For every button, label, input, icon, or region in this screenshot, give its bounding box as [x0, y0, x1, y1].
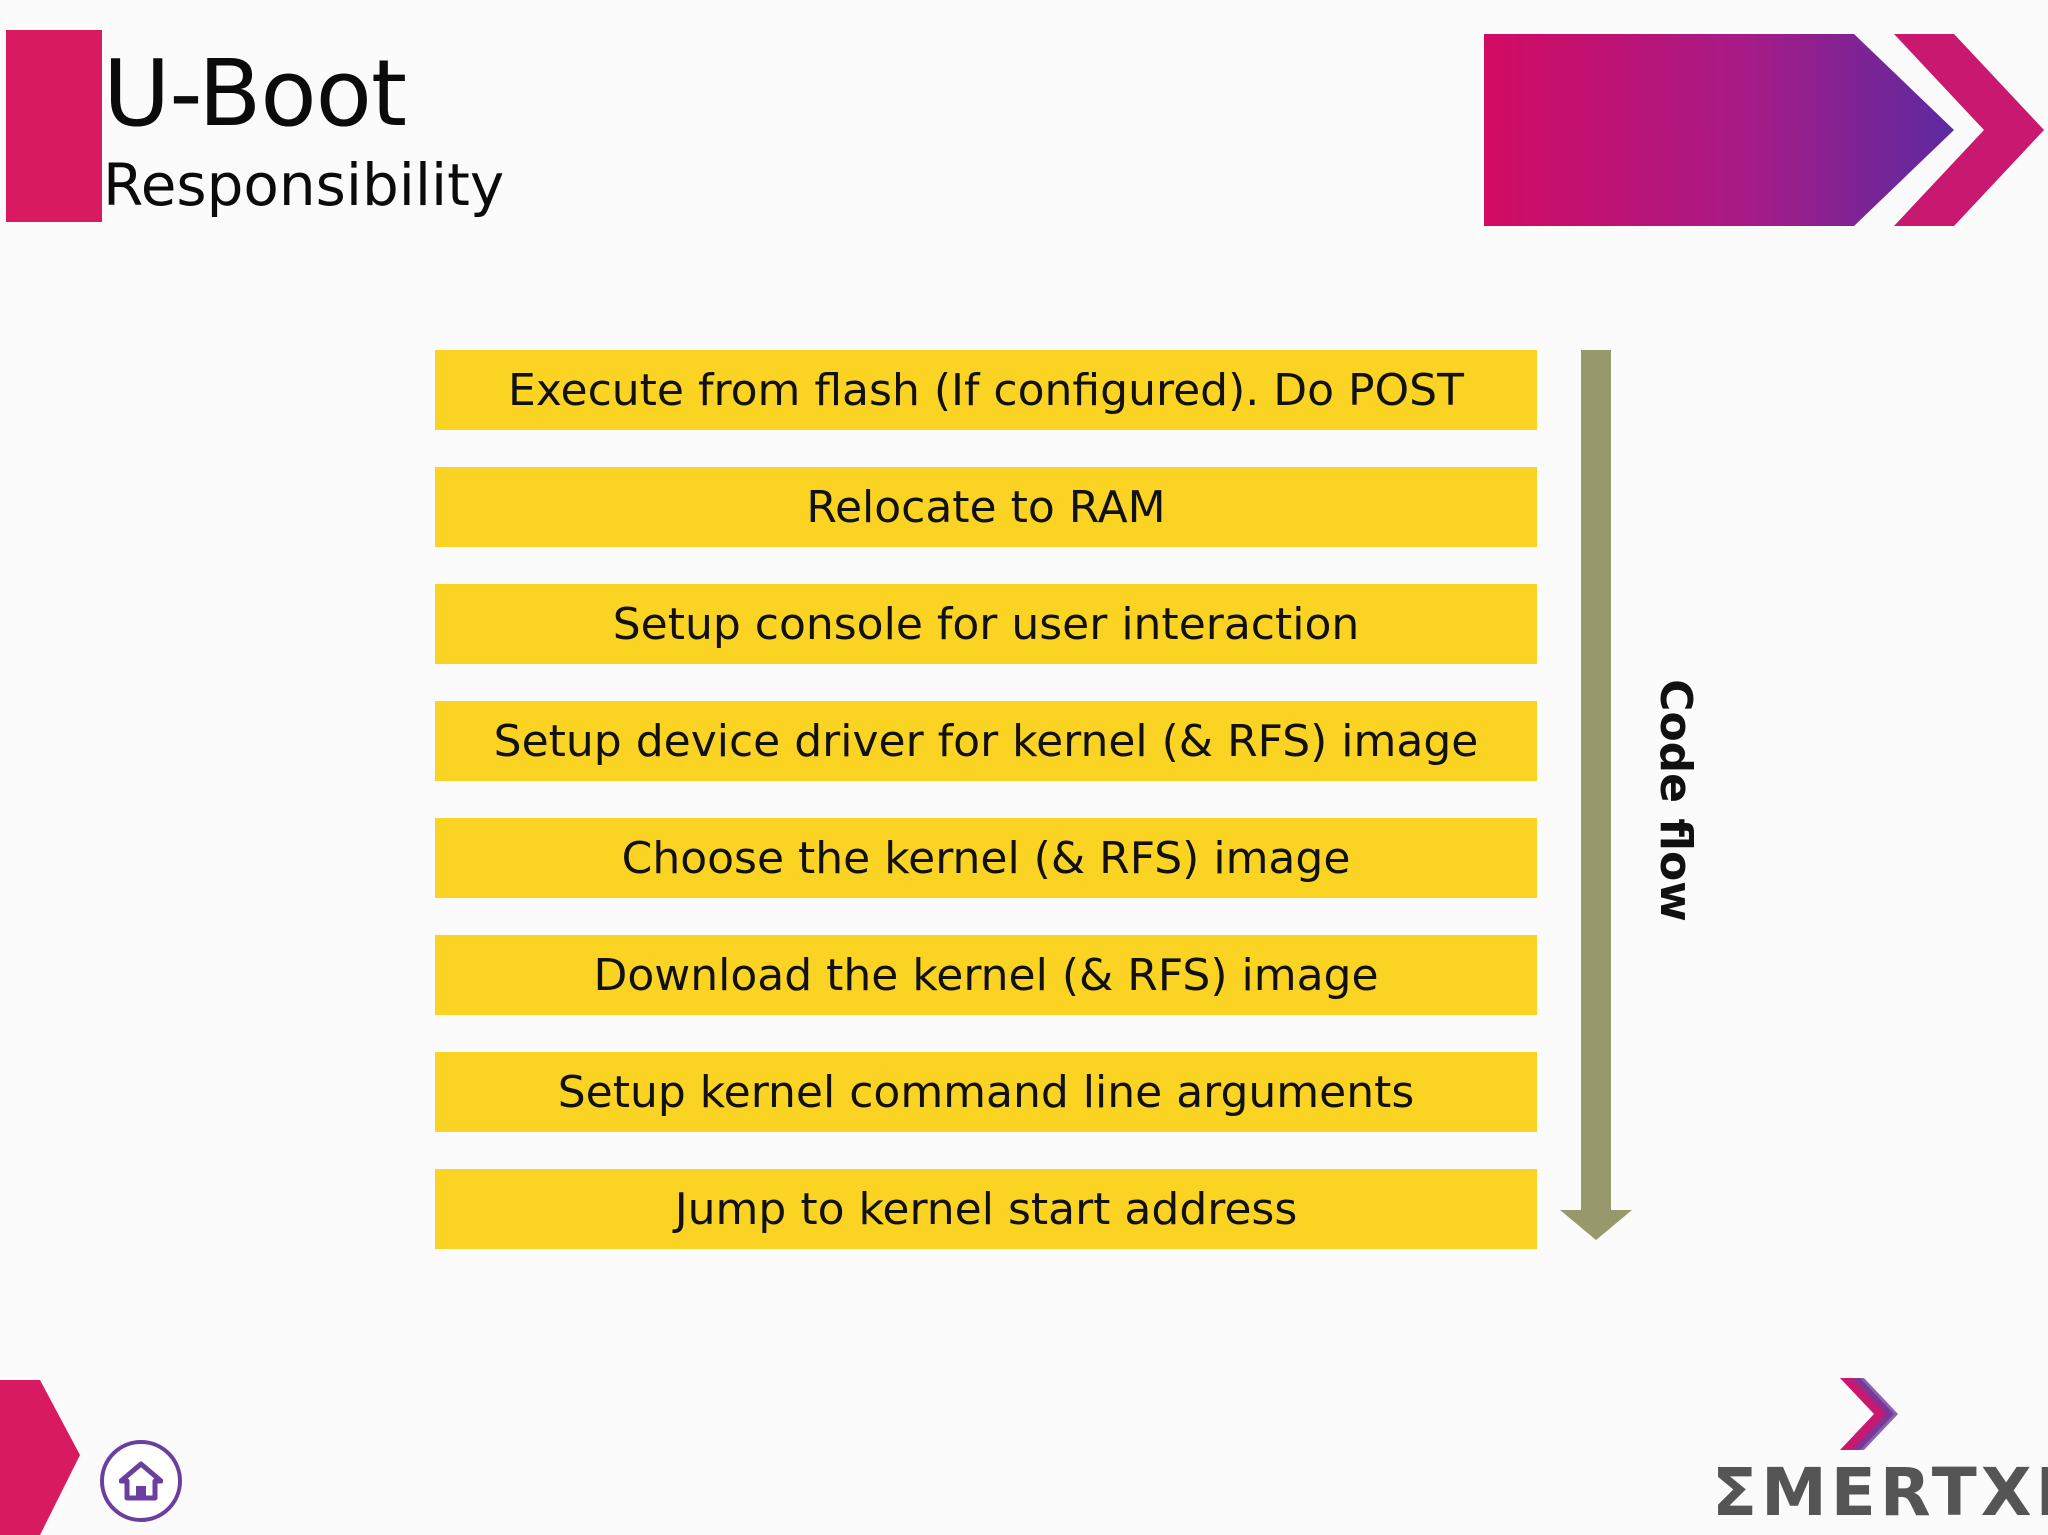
corner-accent [0, 1380, 80, 1535]
flow-step-6: Download the kernel (& RFS) image [435, 935, 1537, 1015]
logo-arrow-icon [1840, 1378, 1898, 1450]
flow-step-3: Setup console for user interaction [435, 584, 1537, 664]
flow-step-4: Setup device driver for kernel (& RFS) i… [435, 701, 1537, 781]
page-title: U-Boot [103, 40, 407, 147]
flow-step-7: Setup kernel command line arguments [435, 1052, 1537, 1132]
code-flow-arrow [1560, 350, 1632, 1240]
home-button[interactable] [100, 1440, 182, 1522]
code-flow-label: Code flow [1645, 679, 1705, 922]
code-flow-text: Code flow [1649, 678, 1701, 922]
header-banner [1484, 34, 2044, 226]
company-logo: ΣMERTXE [1712, 1372, 2048, 1531]
logo-text: ΣMERTXE [1712, 1454, 2048, 1531]
page-subtitle: Responsibility [103, 151, 505, 219]
flow-step-5: Choose the kernel (& RFS) image [435, 818, 1537, 898]
flow-step-1: Execute from flash (If configured). Do P… [435, 350, 1537, 430]
flow-step-8: Jump to kernel start address [435, 1169, 1537, 1249]
title-accent-bar [6, 30, 102, 222]
home-icon [119, 1461, 163, 1501]
flow-step-2: Relocate to RAM [435, 467, 1537, 547]
